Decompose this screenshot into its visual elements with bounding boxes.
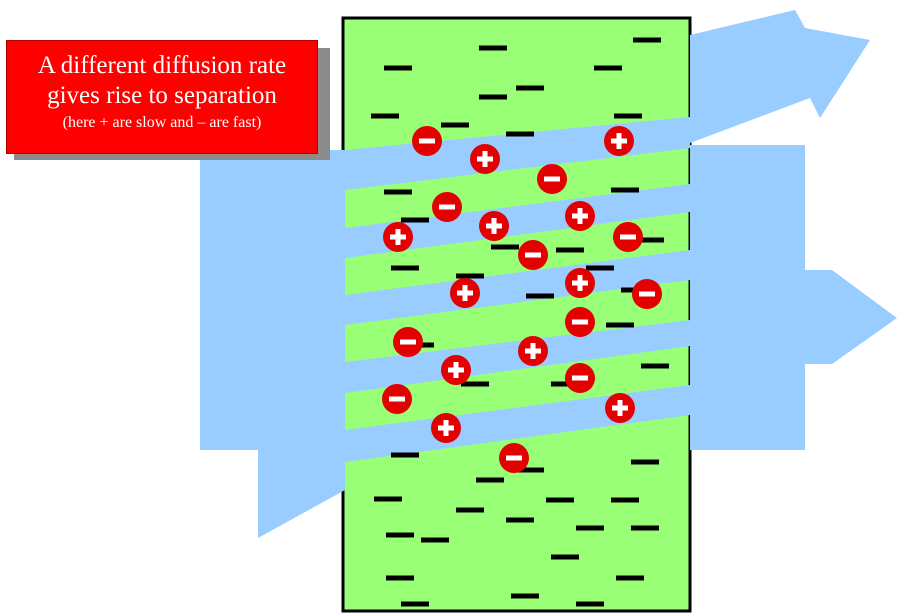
fixed-charge-dash [516, 467, 544, 473]
negative-ion-icon [632, 279, 662, 309]
explanation-callout: A different diffusion rate gives rise to… [0, 40, 330, 160]
fixed-charge-dash [606, 322, 634, 328]
fixed-charge-dash [586, 265, 614, 271]
negative-ion-icon [393, 327, 423, 357]
positive-ion-icon [441, 355, 471, 385]
fixed-charge-dash [441, 122, 469, 128]
stripe [345, 320, 690, 393]
fixed-charge-dash [506, 131, 534, 137]
negative-ion-icon [565, 307, 595, 337]
fixed-charge-dash [616, 575, 644, 581]
right-arrow-body [690, 145, 897, 450]
fixed-charge-dash [421, 537, 449, 543]
fixed-charges [371, 37, 669, 607]
fixed-charge-dash [551, 554, 579, 560]
fixed-charge-dash [479, 94, 507, 100]
fixed-charge-dash [386, 575, 414, 581]
stripe [345, 184, 690, 258]
fixed-charge-dash [636, 237, 664, 243]
positive-ion-icon [518, 336, 548, 366]
upper-right-arrow [690, 10, 870, 143]
fixed-charge-dash [551, 381, 579, 387]
stripe [345, 385, 690, 462]
fixed-charge-dash [456, 273, 484, 279]
callout-box: A different diffusion rate gives rise to… [6, 40, 318, 154]
fixed-charge-dash [614, 113, 642, 119]
fixed-charge-dash [511, 593, 539, 599]
fixed-charge-dash [491, 244, 519, 250]
fixed-charge-dash [371, 113, 399, 119]
negative-ion-icon [537, 164, 567, 194]
fixed-charge-dash [401, 601, 429, 607]
fixed-charge-dash [576, 601, 604, 607]
fixed-charge-dash [631, 459, 659, 465]
fixed-charge-dash [461, 381, 489, 387]
mobile-ions [382, 126, 662, 473]
positive-ion-icon [605, 393, 635, 423]
fixed-charge-dash [556, 247, 584, 253]
fixed-charge-dash [391, 265, 419, 271]
fixed-charge-dash [576, 525, 604, 531]
stripe [345, 117, 690, 190]
negative-ion-icon [432, 192, 462, 222]
fixed-charge-dash [479, 45, 507, 51]
callout-title-line1: A different diffusion rate [37, 52, 287, 79]
positive-ion-icon [431, 413, 461, 443]
fixed-charge-dash [384, 189, 412, 195]
fixed-charge-dash [374, 496, 402, 502]
callout-title-line2: gives rise to separation [47, 82, 277, 109]
negative-ion-icon [613, 222, 643, 252]
negative-ion-icon [382, 384, 412, 414]
fixed-charge-dash [526, 293, 554, 299]
positive-ion-icon [565, 268, 595, 298]
fixed-charge-dash [386, 532, 414, 538]
fixed-charge-dash [631, 525, 659, 531]
positive-ion-icon [450, 278, 480, 308]
callout-subtitle: (here + are slow and – are fast) [62, 114, 262, 131]
positive-ion-icon [470, 144, 500, 174]
positive-ion-icon [604, 126, 634, 156]
left-arrow-body [200, 150, 345, 538]
fixed-charge-dash [506, 517, 534, 523]
fixed-charge-dash [611, 187, 639, 193]
fixed-charge-dash [476, 477, 504, 483]
fixed-charge-dash [401, 217, 429, 223]
negative-ion-icon [412, 126, 442, 156]
fixed-charge-dash [594, 65, 622, 71]
fixed-charge-dash [641, 363, 669, 369]
fixed-charge-dash [516, 85, 544, 91]
fixed-charge-dash [611, 497, 639, 503]
negative-ion-icon [499, 443, 529, 473]
positive-ion-icon [565, 201, 595, 231]
fixed-charge-dash [391, 452, 419, 458]
fixed-charge-dash [546, 497, 574, 503]
fixed-charge-dash [456, 507, 484, 513]
positive-ion-icon [383, 222, 413, 252]
fixed-charge-dash [633, 37, 661, 43]
negative-ion-icon [518, 240, 548, 270]
positive-ion-icon [479, 211, 509, 241]
negative-ion-icon [565, 363, 595, 393]
fixed-charge-dash [384, 65, 412, 71]
